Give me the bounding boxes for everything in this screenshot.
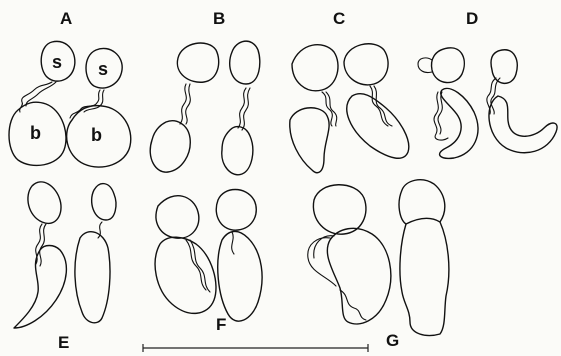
- panel-f-left-small-vesicle: [156, 196, 199, 238]
- panel-e-drawing: [14, 182, 116, 328]
- panel-c-left-small-vesicle: [292, 45, 338, 91]
- panel-e-right-small-vesicle: [92, 184, 116, 220]
- panel-a-label-b-right: b: [91, 125, 102, 145]
- panel-b-right-small-vesicle: [230, 41, 260, 84]
- panel-b-drawing: [150, 41, 260, 175]
- panel-g-left-small-vesicle: [313, 185, 366, 234]
- panel-f-right-large-vesicle: [218, 231, 262, 321]
- panel-c-left-large-vesicle: [290, 108, 329, 173]
- panel-d-left-large-vesicle: [440, 88, 478, 158]
- panel-e-left-small-vesicle: [28, 182, 61, 223]
- panel-d-right-large-vesicle: [489, 96, 557, 153]
- panel-a-label-s-left: s: [52, 52, 62, 72]
- panel-c-right-small-vesicle: [344, 44, 388, 85]
- panel-label-c: C: [333, 9, 345, 28]
- panel-c-right-large-vesicle: [347, 94, 409, 159]
- panel-d-left-small-vesicle: [432, 48, 465, 83]
- panel-a-drawing: s s b b: [9, 41, 131, 167]
- panel-f-left-large-vesicle: [155, 237, 216, 313]
- panel-e-right-large-vesicle: [75, 232, 110, 323]
- panel-label-d: D: [466, 9, 478, 28]
- panel-d-drawing: [418, 48, 557, 159]
- panel-a-label-b-left: b: [30, 123, 41, 143]
- panel-f-right-small-vesicle: [216, 190, 256, 231]
- panel-label-f: F: [216, 315, 226, 334]
- panel-g-right-bulb: [399, 180, 449, 336]
- panel-f-drawing: [155, 190, 262, 322]
- panel-g-left-large-vesicle: [327, 228, 390, 324]
- panel-b-right-large-vesicle: [222, 127, 253, 175]
- panel-label-b: B: [213, 9, 225, 28]
- panel-label-e: E: [58, 333, 69, 352]
- panel-b-left-large-vesicle: [150, 121, 190, 172]
- panel-b-left-small-vesicle: [177, 43, 218, 82]
- panel-label-a: A: [60, 9, 72, 28]
- panel-label-g: G: [386, 331, 399, 350]
- panel-c-drawing: [290, 44, 409, 173]
- panel-g-drawing: [308, 180, 449, 336]
- panel-a-label-s-right: s: [98, 59, 108, 79]
